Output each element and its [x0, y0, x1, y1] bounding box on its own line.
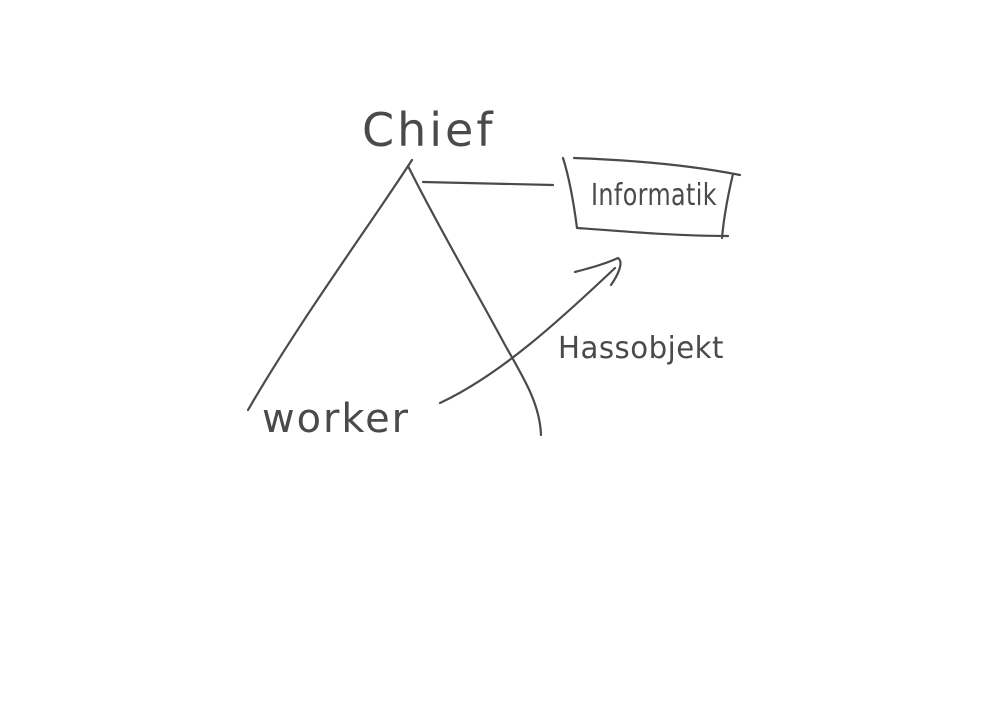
worker-label: worker [262, 396, 410, 442]
chief-label: Chief [362, 103, 496, 157]
triangle-left-side [246, 158, 414, 412]
connector-line [421, 180, 555, 187]
arrow-curve [438, 266, 617, 405]
arrow-head [573, 256, 622, 287]
triangle-right-side [406, 164, 543, 437]
informatik-box [561, 156, 742, 240]
edge-label: Hassobjekt [558, 331, 724, 366]
informatik-box-label: Informatik [591, 178, 717, 213]
